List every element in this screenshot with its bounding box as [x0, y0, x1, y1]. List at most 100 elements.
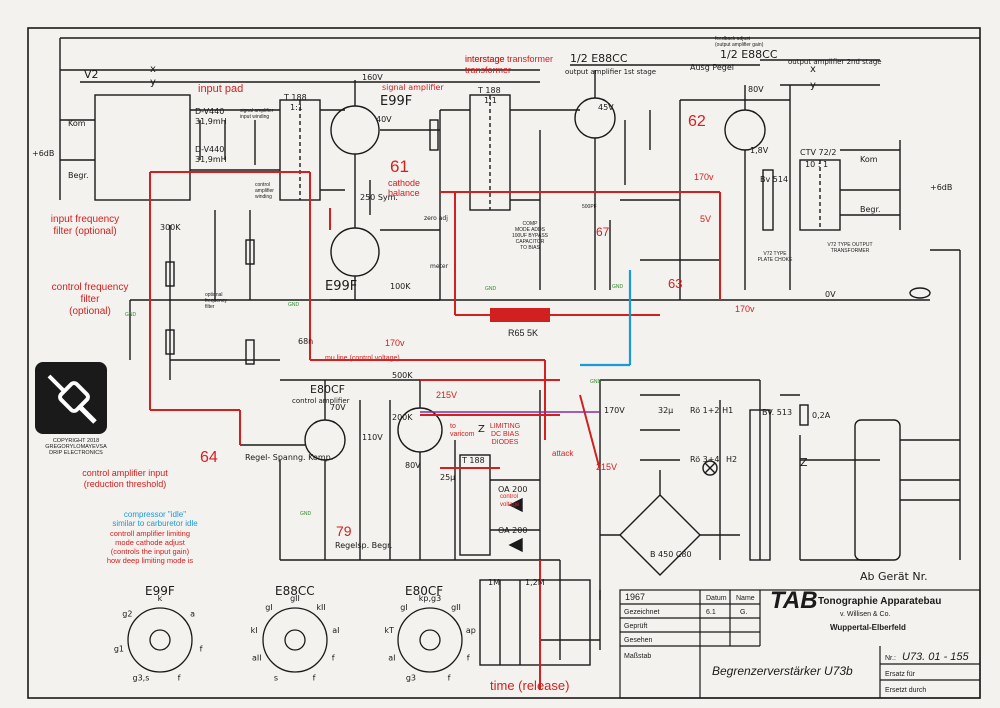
pin-label: f — [178, 673, 181, 682]
svg-text:1967: 1967 — [625, 592, 645, 602]
svg-text:GND: GND — [125, 312, 137, 318]
tube-pinouts — [127, 607, 463, 673]
svg-text:100K: 100K — [390, 282, 411, 291]
svg-text:zero adj: zero adj — [424, 215, 448, 222]
c500pf-note: 500PF — [582, 204, 597, 210]
red-signal-paths — [149, 171, 721, 690]
svg-text:Begr.: Begr. — [68, 171, 89, 180]
svg-text:E80CF: E80CF — [310, 383, 345, 396]
r65-resistor — [490, 308, 550, 322]
pin-label: kII — [316, 603, 325, 612]
title-block — [619, 589, 981, 699]
pin-label: gII — [290, 594, 300, 603]
svg-text:D-V440: D-V440 — [195, 107, 224, 116]
svg-text:BV. 513: BV. 513 — [762, 408, 792, 417]
svg-text:1:1: 1:1 — [484, 96, 497, 105]
svg-text:32μ: 32μ — [658, 406, 673, 415]
tab-logo: TAB — [770, 587, 818, 614]
svg-text:GND: GND — [612, 284, 624, 290]
svg-text:interstage transformer: interstage transformer — [465, 54, 553, 64]
svg-text:Rö 1+2 H1: Rö 1+2 H1 — [690, 406, 733, 415]
pin-label: aI — [332, 626, 339, 635]
svg-text:+6dB: +6dB — [32, 149, 54, 158]
svg-text:25μ: 25μ — [440, 473, 455, 482]
pin-label: g3 — [406, 673, 416, 682]
svg-text:1/2 E88CC: 1/2 E88CC — [720, 48, 778, 61]
feedback-adjust-note: feedback adjust(output amplifier gain) — [715, 36, 764, 48]
svg-text:80V: 80V — [405, 461, 421, 470]
svg-text:v. Willisen & Co.: v. Willisen & Co. — [840, 611, 890, 618]
svg-text:170v: 170v — [385, 338, 405, 348]
svg-text:T 188: T 188 — [283, 93, 307, 102]
svg-text:250 Sym.: 250 Sym. — [360, 193, 398, 202]
svg-text:Datum: Datum — [706, 595, 727, 602]
svg-text:61: 61 — [390, 157, 409, 176]
svg-text:67: 67 — [596, 225, 610, 239]
svg-text:1M: 1M — [488, 578, 500, 587]
svg-text:Tonographie Apparatebau: Tonographie Apparatebau — [818, 596, 941, 607]
title-block-text: 1967 Datum Name Gezeichnet 6.1 G. Geprüf… — [624, 587, 970, 694]
svg-text:31,9mH: 31,9mH — [195, 155, 227, 164]
svg-text:G.: G. — [740, 609, 747, 616]
copyright: COPYRIGHT 2018 GREGORYLOMAYEVSA DRIP ELE… — [45, 438, 107, 456]
svg-text:170V: 170V — [604, 406, 625, 415]
pin-label: a — [190, 610, 195, 619]
svg-text:1/2 E88CC: 1/2 E88CC — [570, 52, 628, 65]
svg-text:Wuppertal-Elberfeld: Wuppertal-Elberfeld — [830, 623, 906, 632]
svg-text:signal amplifier: signal amplifier — [382, 83, 444, 92]
tube-titles: signal amplifier E99F E99F 1/2 E88CC out… — [292, 48, 882, 405]
svg-text:500K: 500K — [392, 371, 413, 380]
pin-label: g2 — [122, 610, 132, 619]
svg-text:E99F: E99F — [325, 279, 357, 294]
pin-label: gI — [400, 603, 407, 612]
pin-label: kp,g3 — [419, 594, 441, 603]
svg-text:40V: 40V — [376, 115, 392, 124]
svg-text:input pad: input pad — [198, 83, 243, 95]
svg-text:OA 200: OA 200 — [498, 526, 527, 535]
svg-text:0,2A: 0,2A — [812, 411, 831, 420]
red-annotations: input pad 61 interstage transformer 62 6… — [198, 54, 755, 693]
svg-text:meter: meter — [430, 263, 449, 270]
svg-text:R65 5K: R65 5K — [508, 328, 538, 338]
svg-text:10 : 1: 10 : 1 — [805, 160, 828, 169]
svg-text:215V: 215V — [436, 390, 457, 400]
svg-text:H2: H2 — [726, 455, 737, 464]
svg-text:79: 79 — [336, 523, 352, 539]
svg-text:CTV 72/2: CTV 72/2 — [800, 148, 836, 157]
svg-text:170v: 170v — [735, 304, 755, 314]
svg-text:Begr.: Begr. — [860, 205, 881, 214]
svg-text:Maßstab: Maßstab — [624, 653, 651, 660]
svg-text:1:1: 1:1 — [290, 103, 303, 112]
svg-text:Kom: Kom — [68, 119, 86, 128]
svg-text:GND: GND — [485, 286, 497, 292]
pin-label: kI — [251, 626, 258, 635]
svg-text:70V: 70V — [330, 403, 346, 412]
svg-text:Ausg Pegel: Ausg Pegel — [690, 63, 734, 72]
svg-text:Nr.:: Nr.: — [885, 655, 896, 662]
svg-text:Begrenzerverstärker U73b: Begrenzerverstärker U73b — [712, 664, 853, 678]
svg-text:B 450 C80: B 450 C80 — [650, 550, 692, 559]
svg-text:63: 63 — [668, 276, 682, 291]
blue-path — [580, 270, 632, 367]
pin-label: aI — [388, 654, 395, 663]
svg-text:E99F: E99F — [145, 584, 175, 598]
tube-pinout-labels: E99F E88CC E80CF — [145, 584, 443, 598]
svg-text:Name: Name — [736, 595, 755, 602]
svg-text:160V: 160V — [362, 73, 383, 82]
svg-text:300K: 300K — [160, 223, 181, 232]
svg-text:5V: 5V — [700, 214, 711, 224]
pin-label: s — [274, 673, 278, 682]
svg-text:80V: 80V — [748, 85, 764, 94]
svg-text:45V: 45V — [598, 103, 614, 112]
pin-label: f — [200, 645, 203, 654]
svg-text:Ersetzt durch: Ersetzt durch — [885, 687, 926, 694]
svg-text:U73. 01 - 155: U73. 01 - 155 — [902, 651, 970, 663]
